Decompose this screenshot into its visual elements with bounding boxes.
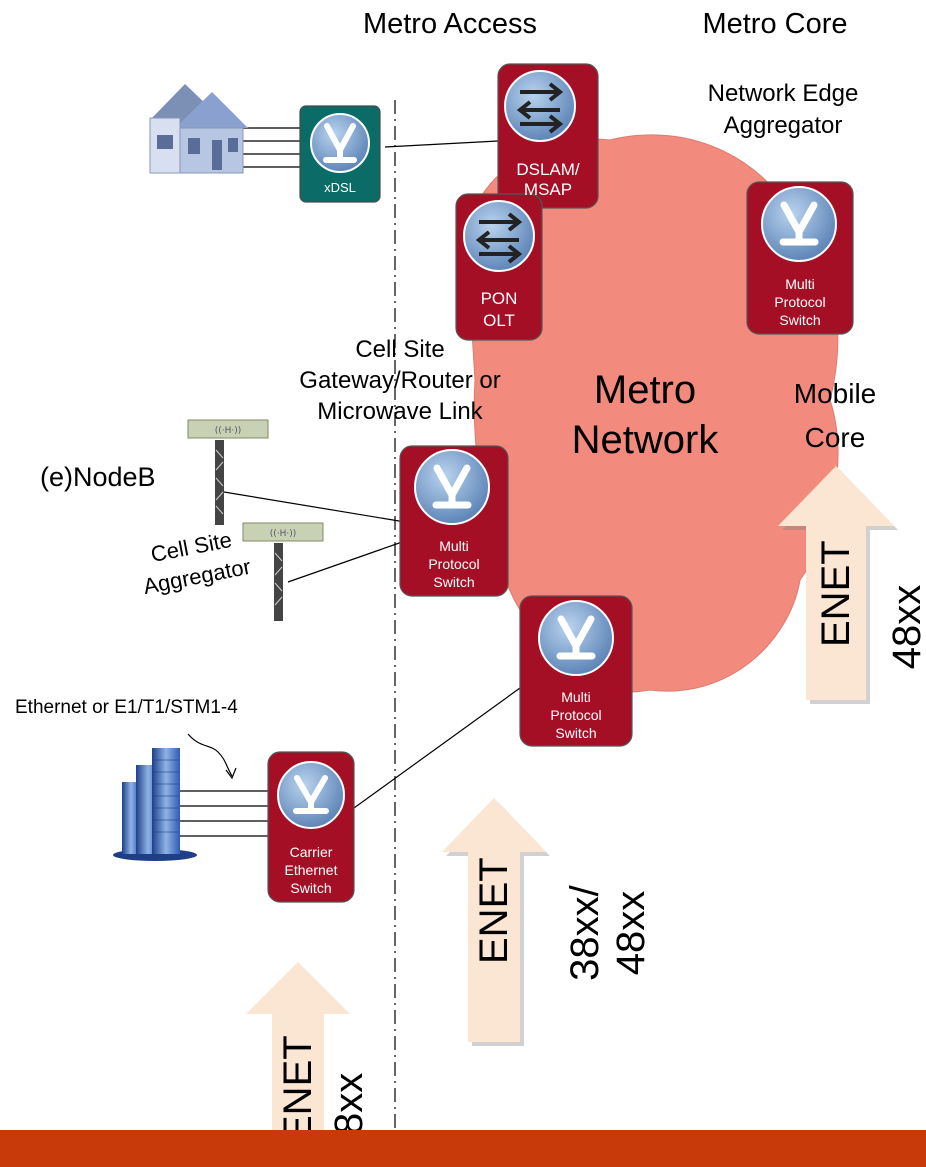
office-building-icon	[113, 748, 197, 861]
ethernet-e1-label: Ethernet or E1/T1/STM1-4	[15, 697, 238, 718]
mps-cell-device-label: Multi Protocol Switch	[428, 538, 480, 590]
pon-olt-device	[455, 193, 543, 341]
cell-tower-aggregator-icon: ((·H·))	[242, 522, 324, 621]
bottom-bar	[0, 1130, 926, 1167]
metro-network-label: Metro Network	[571, 368, 719, 462]
enet-38xx-name: ENET	[276, 1035, 320, 1142]
svg-text:((·H·)): ((·H·))	[270, 529, 297, 539]
mobile-core-label: Mobile Core	[793, 378, 877, 453]
xdsl-device-label: xDSL	[324, 180, 356, 195]
carrier-device-label: Carrier Ethernet Switch	[284, 844, 338, 896]
enet-38xx48xx-num: 38xx/ 48xx	[563, 885, 653, 981]
enet-48xx-arrow	[778, 466, 898, 704]
enodeb-label: (e)NodeB	[40, 462, 156, 492]
house-icon	[149, 84, 248, 174]
carrier-ethernet-switch-device	[267, 751, 355, 903]
wavy-pointer-arrow	[187, 733, 237, 780]
enet-38xx-arrow	[246, 962, 350, 1167]
multi-protocol-switch-core-device	[746, 181, 854, 335]
mps-mid-device-label: Multi Protocol Switch	[550, 689, 602, 741]
cell-tower-enodeb-icon: ((·H·))	[187, 419, 269, 525]
svg-text:((·H·)): ((·H·))	[215, 426, 242, 436]
dslam-device-label: DSLAM/ MSAP	[516, 160, 580, 199]
cell-site-gateway-label: Cell Site Gateway/Router or Microwave Li…	[299, 336, 501, 425]
metro-access-header: Metro Access	[362, 8, 538, 40]
enet-48xx-num: 48xx	[885, 584, 926, 670]
pon-device-label: PON OLT	[480, 289, 518, 330]
enet-48xx-name: ENET	[814, 540, 858, 647]
enet-38xx-48xx-arrow	[442, 798, 550, 1046]
enet-38xx48xx-name: ENET	[472, 857, 516, 964]
mps-core-device-label: Multi Protocol Switch	[774, 276, 826, 328]
xdsl-device	[299, 105, 381, 203]
metro-core-header: Metro Core	[702, 8, 848, 40]
multi-protocol-switch-mid-device	[519, 595, 633, 747]
network-edge-aggregator-label: Network Edge Aggregator	[707, 80, 859, 139]
multi-protocol-switch-cell-device	[399, 445, 509, 597]
dslam-msap-device	[497, 63, 599, 209]
connection-lines	[180, 127, 521, 837]
